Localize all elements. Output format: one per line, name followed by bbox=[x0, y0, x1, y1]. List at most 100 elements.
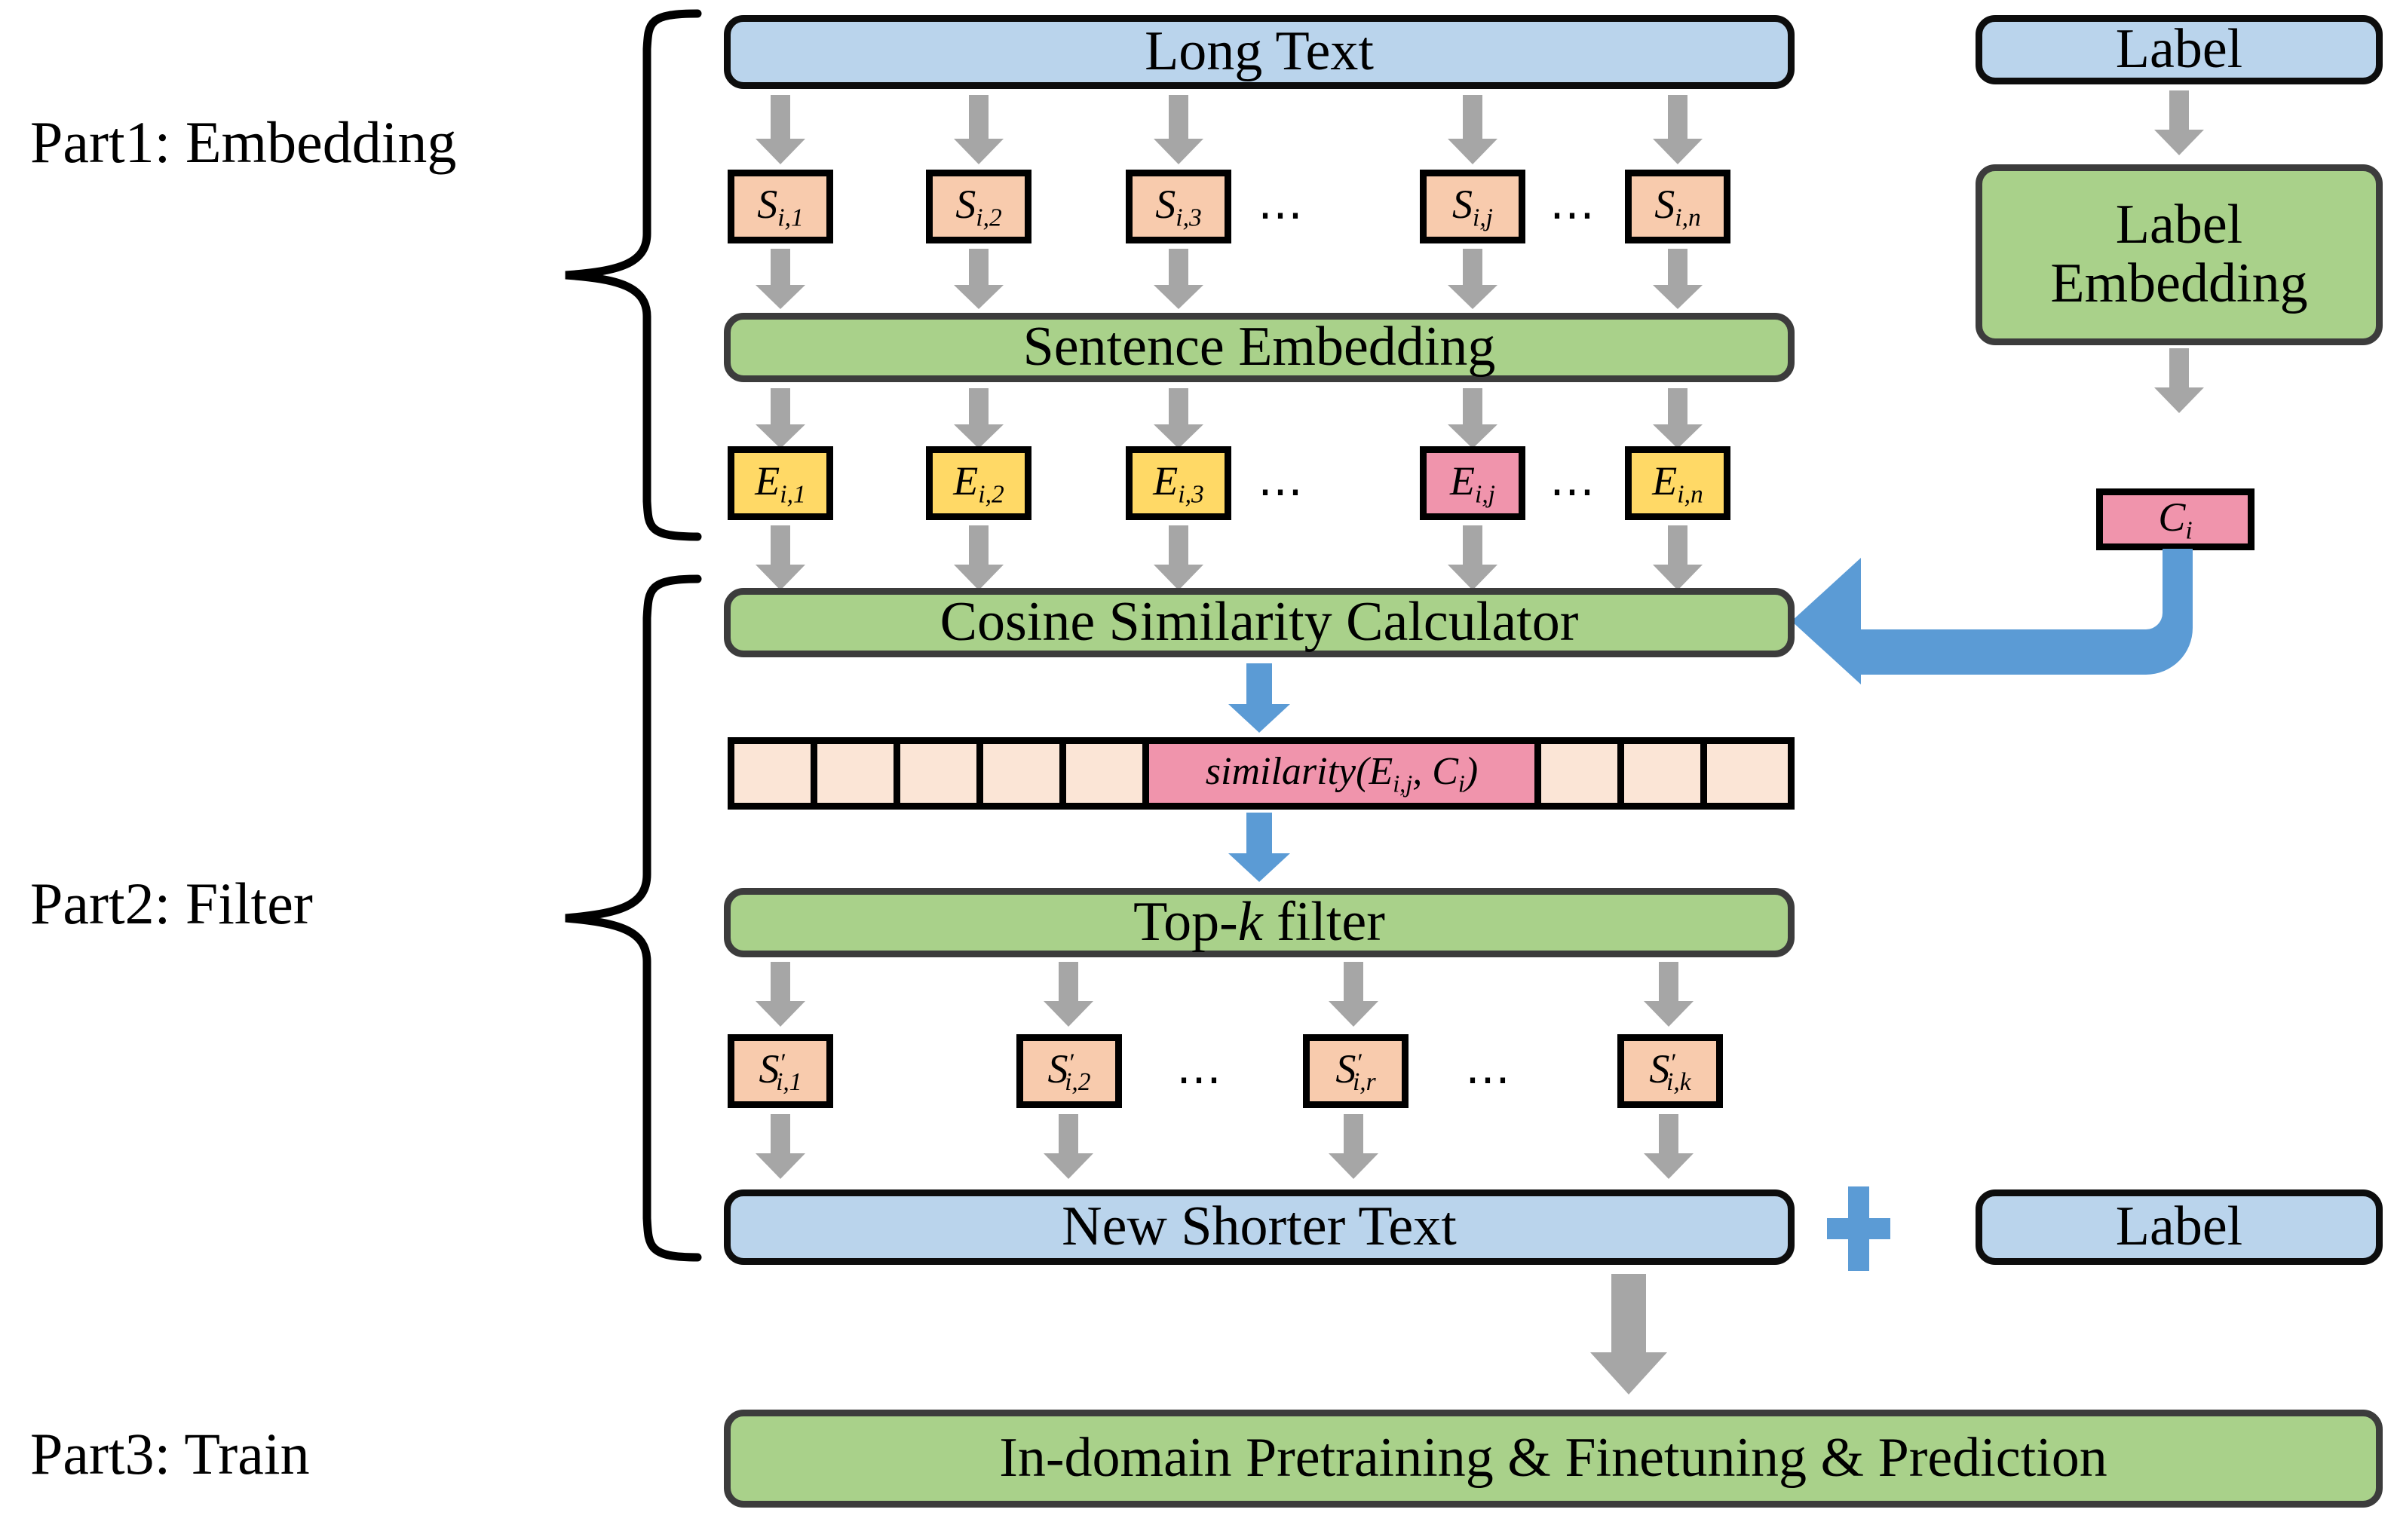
filtered-box-r-prime: ′ bbox=[1356, 1049, 1362, 1077]
filtered-box-r[interactable]: S′i,r bbox=[1303, 1034, 1409, 1108]
arrow-longtext-s2 bbox=[952, 95, 1005, 164]
label-embedding-box[interactable]: Label Embedding bbox=[1976, 164, 2383, 345]
sentence-box-3[interactable]: Si,3 bbox=[1126, 170, 1231, 243]
arrow-topk-sp2 bbox=[1042, 962, 1095, 1027]
embedding-box-n-base: E bbox=[1652, 458, 1678, 504]
ellipsis-sp-right: ⋯ bbox=[1465, 1055, 1515, 1104]
arrow-en-cosine bbox=[1651, 525, 1704, 590]
label-bottom-box[interactable]: Label bbox=[1976, 1189, 2383, 1265]
label-embedding-line1: Label bbox=[2115, 194, 2243, 256]
arrow-embedding-ej bbox=[1446, 388, 1499, 449]
ellipsis-sp-left: ⋯ bbox=[1176, 1055, 1226, 1104]
filtered-box-k[interactable]: S′i,k bbox=[1617, 1034, 1723, 1108]
similarity-mid: , C bbox=[1412, 749, 1458, 793]
train-box[interactable]: In-domain Pretraining & Finetuning & Pre… bbox=[724, 1410, 2383, 1508]
sentence-box-n-sub: i,n bbox=[1675, 204, 1701, 232]
cosine-similarity-box[interactable]: Cosine Similarity Calculator bbox=[724, 588, 1795, 657]
similarity-sub2: i bbox=[1458, 770, 1465, 798]
embedding-box-1[interactable]: Ei,1 bbox=[728, 446, 833, 520]
embedding-box-n[interactable]: Ei,n bbox=[1625, 446, 1730, 520]
embedding-box-1-sub: i,1 bbox=[780, 480, 806, 509]
arrow-s1-embedding bbox=[754, 249, 807, 309]
filtered-box-k-sub: i,k bbox=[1666, 1068, 1691, 1097]
filtered-box-r-sub: i,r bbox=[1352, 1068, 1376, 1097]
arrow-spk-newtext bbox=[1642, 1114, 1695, 1179]
topk-filter-label-k: k bbox=[1237, 891, 1263, 954]
arrow-embedding-e3 bbox=[1152, 388, 1205, 449]
arrow-s3-embedding bbox=[1152, 249, 1205, 309]
similarity-bar[interactable]: similarity(Ei,j, Ci) bbox=[728, 737, 1795, 810]
filtered-box-2[interactable]: S′i,2 bbox=[1016, 1034, 1122, 1108]
similarity-cell-1 bbox=[734, 744, 817, 803]
filtered-box-1-base: S bbox=[759, 1046, 780, 1091]
similarity-cell-7 bbox=[1541, 744, 1624, 803]
embedding-box-3-sub: i,3 bbox=[1178, 480, 1204, 509]
sentence-embedding-label: Sentence Embedding bbox=[1022, 316, 1496, 378]
sentence-box-2-base: S bbox=[955, 181, 976, 227]
similarity-sub1: i,j bbox=[1393, 770, 1413, 798]
arrow-spr-newtext bbox=[1327, 1114, 1380, 1179]
sentence-box-j[interactable]: Si,j bbox=[1420, 170, 1525, 243]
topk-filter-box[interactable]: Top-k filter bbox=[724, 888, 1795, 957]
sentence-box-n[interactable]: Si,n bbox=[1625, 170, 1730, 243]
new-shorter-text-box[interactable]: New Shorter Text bbox=[724, 1189, 1795, 1265]
label-vector-box[interactable]: Ci bbox=[2096, 488, 2255, 550]
ellipsis-e-right: ⋯ bbox=[1550, 467, 1599, 516]
part3-label: Part3: Train bbox=[30, 1421, 310, 1486]
arrow-longtext-sj bbox=[1446, 95, 1499, 164]
arrow-newtext-to-train bbox=[1587, 1274, 1670, 1395]
sentence-box-j-sub: i,j bbox=[1473, 204, 1493, 232]
filtered-box-k-prime: ′ bbox=[1669, 1049, 1675, 1077]
label-vector-sub: i bbox=[2185, 516, 2193, 545]
embedding-box-1-base: E bbox=[755, 458, 780, 504]
sentence-embedding-box[interactable]: Sentence Embedding bbox=[724, 313, 1795, 382]
sentence-box-1-base: S bbox=[757, 181, 778, 227]
embedding-box-j[interactable]: Ei,j bbox=[1420, 446, 1525, 520]
sentence-box-j-base: S bbox=[1452, 181, 1473, 227]
sentence-box-1-sub: i,1 bbox=[777, 204, 804, 232]
similarity-cell-4 bbox=[983, 744, 1066, 803]
topk-filter-label-pre: Top- bbox=[1133, 891, 1238, 954]
label-top-box[interactable]: Label bbox=[1976, 15, 2383, 84]
embedding-box-2-base: E bbox=[953, 458, 979, 504]
arrow-e3-cosine bbox=[1152, 525, 1205, 590]
embedding-box-2-sub: i,2 bbox=[978, 480, 1004, 509]
arrow-embedding-e2 bbox=[952, 388, 1005, 449]
embedding-box-n-sub: i,n bbox=[1677, 480, 1703, 509]
part2-label: Part2: Filter bbox=[30, 871, 313, 936]
arrow-ci-to-cosine-elbow bbox=[1787, 549, 2209, 684]
embedding-box-3[interactable]: Ei,3 bbox=[1126, 446, 1231, 520]
arrow-sj-embedding bbox=[1446, 249, 1499, 309]
new-shorter-text-label: New Shorter Text bbox=[1062, 1196, 1457, 1258]
arrow-e2-cosine bbox=[952, 525, 1005, 590]
embedding-box-j-base: E bbox=[1450, 458, 1476, 504]
label-bottom-text: Label bbox=[2115, 1196, 2243, 1258]
plus-icon bbox=[1813, 1183, 1904, 1274]
arrow-sp2-newtext bbox=[1042, 1114, 1095, 1179]
embedding-box-2[interactable]: Ei,2 bbox=[926, 446, 1031, 520]
filtered-box-2-prime: ′ bbox=[1068, 1049, 1074, 1077]
arrow-topk-spk bbox=[1642, 962, 1695, 1027]
arrow-ej-cosine bbox=[1446, 525, 1499, 590]
arrow-e1-cosine bbox=[754, 525, 807, 590]
embedding-box-3-base: E bbox=[1153, 458, 1179, 504]
similarity-cell-2 bbox=[817, 744, 900, 803]
train-label: In-domain Pretraining & Finetuning & Pre… bbox=[999, 1427, 2107, 1489]
filtered-box-r-base: S bbox=[1335, 1046, 1356, 1091]
arrow-label-to-embedding bbox=[2153, 90, 2205, 155]
label-vector-base: C bbox=[2158, 494, 2186, 540]
arrow-sp1-newtext bbox=[754, 1114, 807, 1179]
ellipsis-s-right: ⋯ bbox=[1550, 190, 1599, 240]
part1-label: Part1: Embedding bbox=[30, 109, 457, 175]
filtered-box-1[interactable]: S′i,1 bbox=[728, 1034, 833, 1108]
arrow-labelemb-to-ci bbox=[2153, 348, 2205, 413]
similarity-cell-highlighted: similarity(Ei,j, Ci) bbox=[1149, 744, 1541, 803]
sentence-box-1[interactable]: Si,1 bbox=[728, 170, 833, 243]
label-top-text: Label bbox=[2115, 18, 2243, 81]
long-text-box[interactable]: Long Text bbox=[724, 15, 1795, 89]
arrow-embedding-e1 bbox=[754, 388, 807, 449]
sentence-box-2[interactable]: Si,2 bbox=[926, 170, 1031, 243]
embedding-box-j-sub: i,j bbox=[1475, 480, 1495, 509]
sentence-box-3-sub: i,3 bbox=[1176, 204, 1202, 232]
